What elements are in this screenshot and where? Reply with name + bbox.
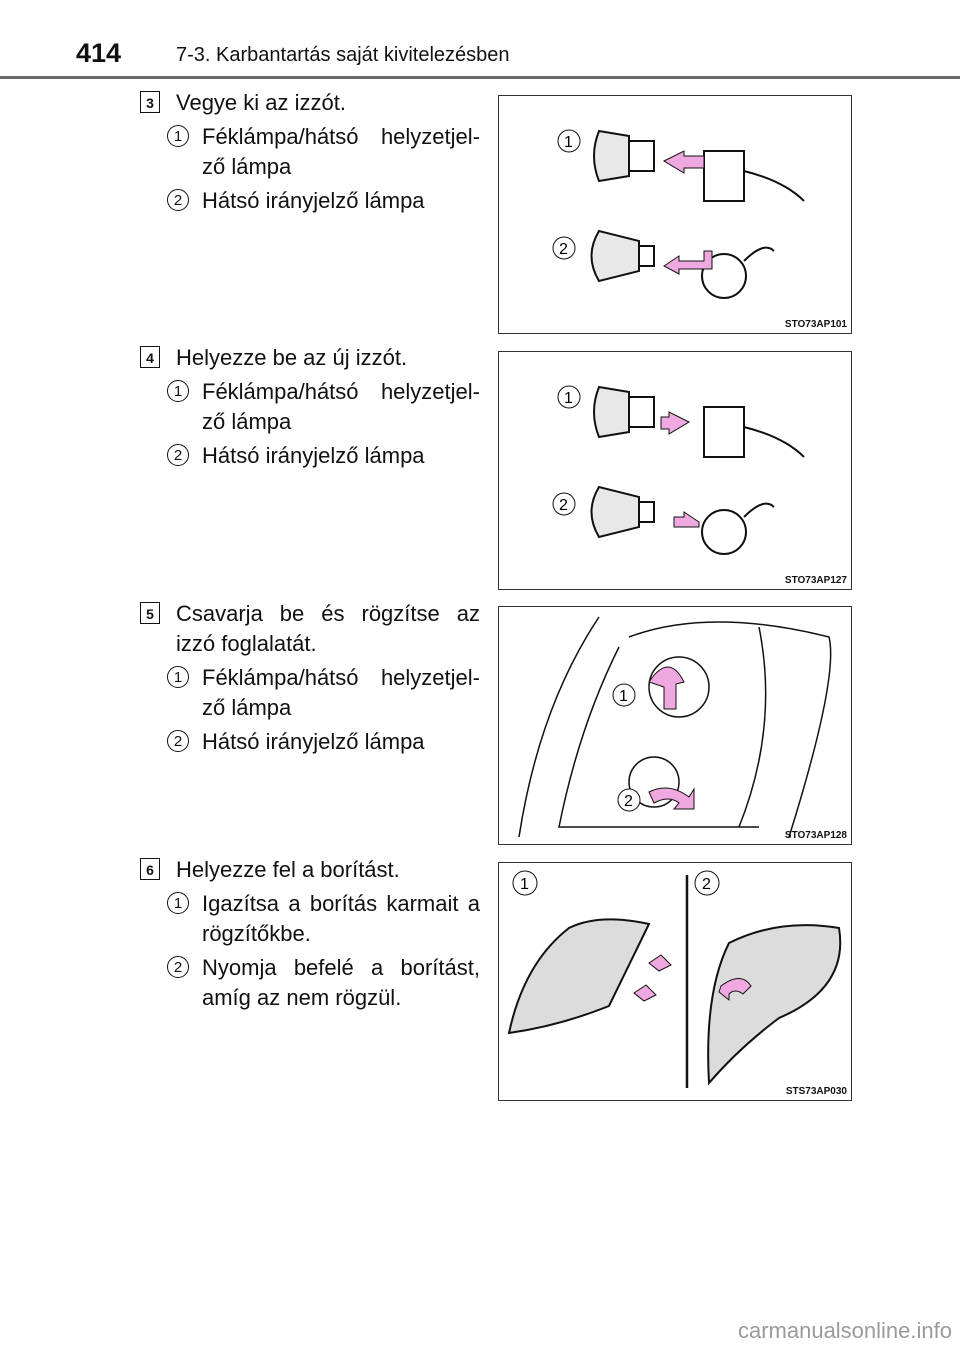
item-text: Hátsó irányjelző lámpa xyxy=(202,443,425,468)
list-item: 1 Féklámpa/hátsó helyzetjel-ző lámpa xyxy=(167,377,480,437)
figure-label: 2 xyxy=(624,793,633,810)
figure-label: 2 xyxy=(702,876,711,893)
circled-number: 2 xyxy=(167,444,189,466)
step-title: Csavarja be és rögzítse az izzó foglalat… xyxy=(176,601,480,656)
item-text: Féklámpa/hátsó helyzetjel-ző lámpa xyxy=(202,665,480,720)
step-title: Vegye ki az izzót. xyxy=(176,90,346,115)
list-item: 1 Igazítsa a borítás karmait a rögzítőkbe… xyxy=(167,889,480,949)
list-item: 2 Hátsó irányjelző lámpa xyxy=(167,727,480,757)
item-text: Hátsó irányjelző lámpa xyxy=(202,188,425,213)
step-number: 6 xyxy=(140,858,160,880)
section-title: 7-3. Karbantartás saját kivitelezésben xyxy=(176,44,510,66)
circled-number: 2 xyxy=(167,956,189,978)
circled-number: 1 xyxy=(167,380,189,402)
bulb-install-illustration: 1 2 xyxy=(552,385,805,555)
figure-code: STO73AP127 xyxy=(784,575,847,586)
step-4: 4 Helyezze be az új izzót. 1 Féklámpa/hát… xyxy=(140,343,480,471)
figure-label: 2 xyxy=(559,241,568,258)
figure-label: 1 xyxy=(564,134,573,151)
item-text: Nyomja befelé a borítást, amíg az nem rö… xyxy=(202,955,480,1010)
figure-code: STO73AP128 xyxy=(784,830,847,841)
figure-install-cover: 1 2 STS73AP030 xyxy=(498,862,852,1101)
figure-label: 1 xyxy=(564,390,573,407)
socket-rotation-illustration: 1 2 xyxy=(518,616,832,838)
list-item: 2 Hátsó irányjelző lámpa xyxy=(167,441,480,471)
cover-install-illustration: 1 2 xyxy=(507,870,842,1088)
step-5: 5 Csavarja be és rögzítse az izzó foglal… xyxy=(140,599,480,757)
figure-remove-bulb: 1 2 STO73AP101 xyxy=(498,95,852,334)
step-3: 3 Vegye ki az izzót. 1 Féklámpa/hátsó hel… xyxy=(140,88,480,216)
list-item: 1 Féklámpa/hátsó helyzetjel-ző lámpa xyxy=(167,122,480,182)
item-text: Hátsó irányjelző lámpa xyxy=(202,729,425,754)
figure-label: 1 xyxy=(619,688,628,705)
circled-number: 1 xyxy=(167,666,189,688)
step-title: Helyezze fel a borítást. xyxy=(176,857,400,882)
circled-number: 1 xyxy=(167,125,189,147)
figure-code: STS73AP030 xyxy=(785,1086,847,1097)
list-item: 2 Hátsó irányjelző lámpa xyxy=(167,186,480,216)
figure-rotate-socket: 1 2 STO73AP128 xyxy=(498,606,852,845)
circled-number: 2 xyxy=(167,730,189,752)
list-item: 1 Féklámpa/hátsó helyzetjel-ző lámpa xyxy=(167,663,480,723)
figure-label: 1 xyxy=(520,876,529,893)
item-text: Féklámpa/hátsó helyzetjel-ző lámpa xyxy=(202,379,480,434)
step-number: 3 xyxy=(140,91,160,113)
watermark: carmanualsonline.info xyxy=(737,1318,952,1343)
step-number: 5 xyxy=(140,602,160,624)
step-title: Helyezze be az új izzót. xyxy=(176,345,408,370)
step-6: 6 Helyezze fel a borítást. 1 Igazítsa a b… xyxy=(140,855,480,1013)
item-text: Igazítsa a borítás karmait a rögzítőkbe. xyxy=(202,891,480,946)
header-divider xyxy=(0,76,960,79)
figure-code: STO73AP101 xyxy=(784,319,847,330)
circled-number: 2 xyxy=(167,189,189,211)
figure-label: 2 xyxy=(559,497,568,514)
bulb-removal-illustration: 1 2 xyxy=(552,129,805,299)
step-number: 4 xyxy=(140,346,160,368)
item-text: Féklámpa/hátsó helyzetjel-ző lámpa xyxy=(202,124,480,179)
circled-number: 1 xyxy=(167,892,189,914)
list-item: 2 Nyomja befelé a borítást, amíg az nem r… xyxy=(167,953,480,1013)
page-number: 414 xyxy=(76,38,122,68)
figure-install-bulb: 1 2 STO73AP127 xyxy=(498,351,852,590)
